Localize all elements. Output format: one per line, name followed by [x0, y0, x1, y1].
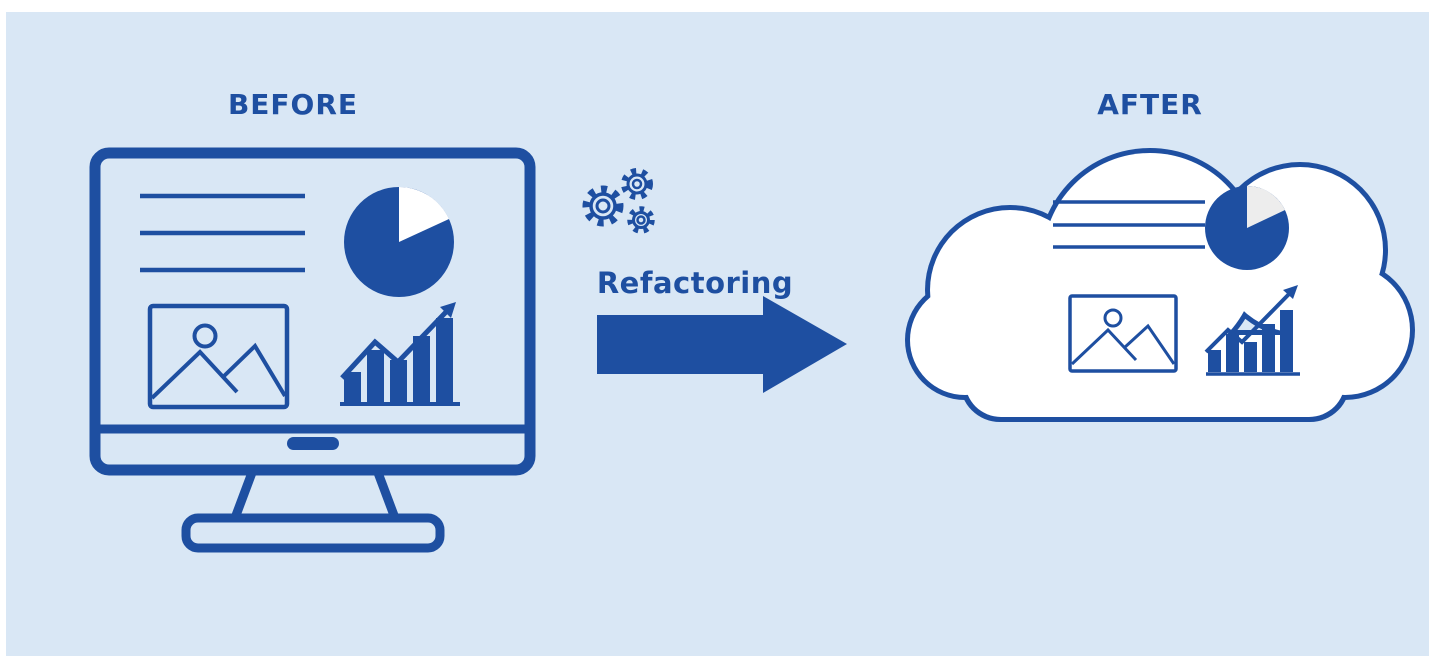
sun-icon: [192, 323, 218, 349]
cloud-icon: [905, 148, 1415, 422]
gears-icon: [582, 168, 655, 234]
mountain-icon: [1122, 323, 1176, 365]
mountain-icon: [150, 349, 239, 400]
trend-arrow-icon: [340, 310, 448, 380]
right-arrow-icon: [597, 296, 847, 393]
pie-chart-icon: [1205, 185, 1289, 270]
bar-chart-icon: [1204, 285, 1300, 376]
mountain-icon: [220, 342, 287, 398]
monitor-screen: [89, 147, 536, 476]
monitor-power-button: [287, 437, 339, 450]
pie-chart-icon: [344, 186, 454, 297]
after-label: AFTER: [1097, 88, 1203, 121]
text-lines-icon: [140, 193, 305, 273]
cloud-body: [910, 153, 1410, 417]
sun-icon: [1103, 308, 1123, 328]
before-label: BEFORE: [227, 88, 359, 121]
mountain-icon: [1070, 327, 1138, 366]
monitor-icon: [89, 147, 536, 553]
refactoring-label: Refactoring: [596, 266, 794, 300]
text-lines-icon: [1053, 200, 1205, 249]
image-placeholder-icon: [1068, 294, 1178, 373]
bar-chart-icon: [340, 302, 460, 406]
monitor-stand: [181, 465, 445, 553]
image-placeholder-icon: [147, 303, 290, 410]
trend-arrow-icon: [1204, 290, 1293, 354]
